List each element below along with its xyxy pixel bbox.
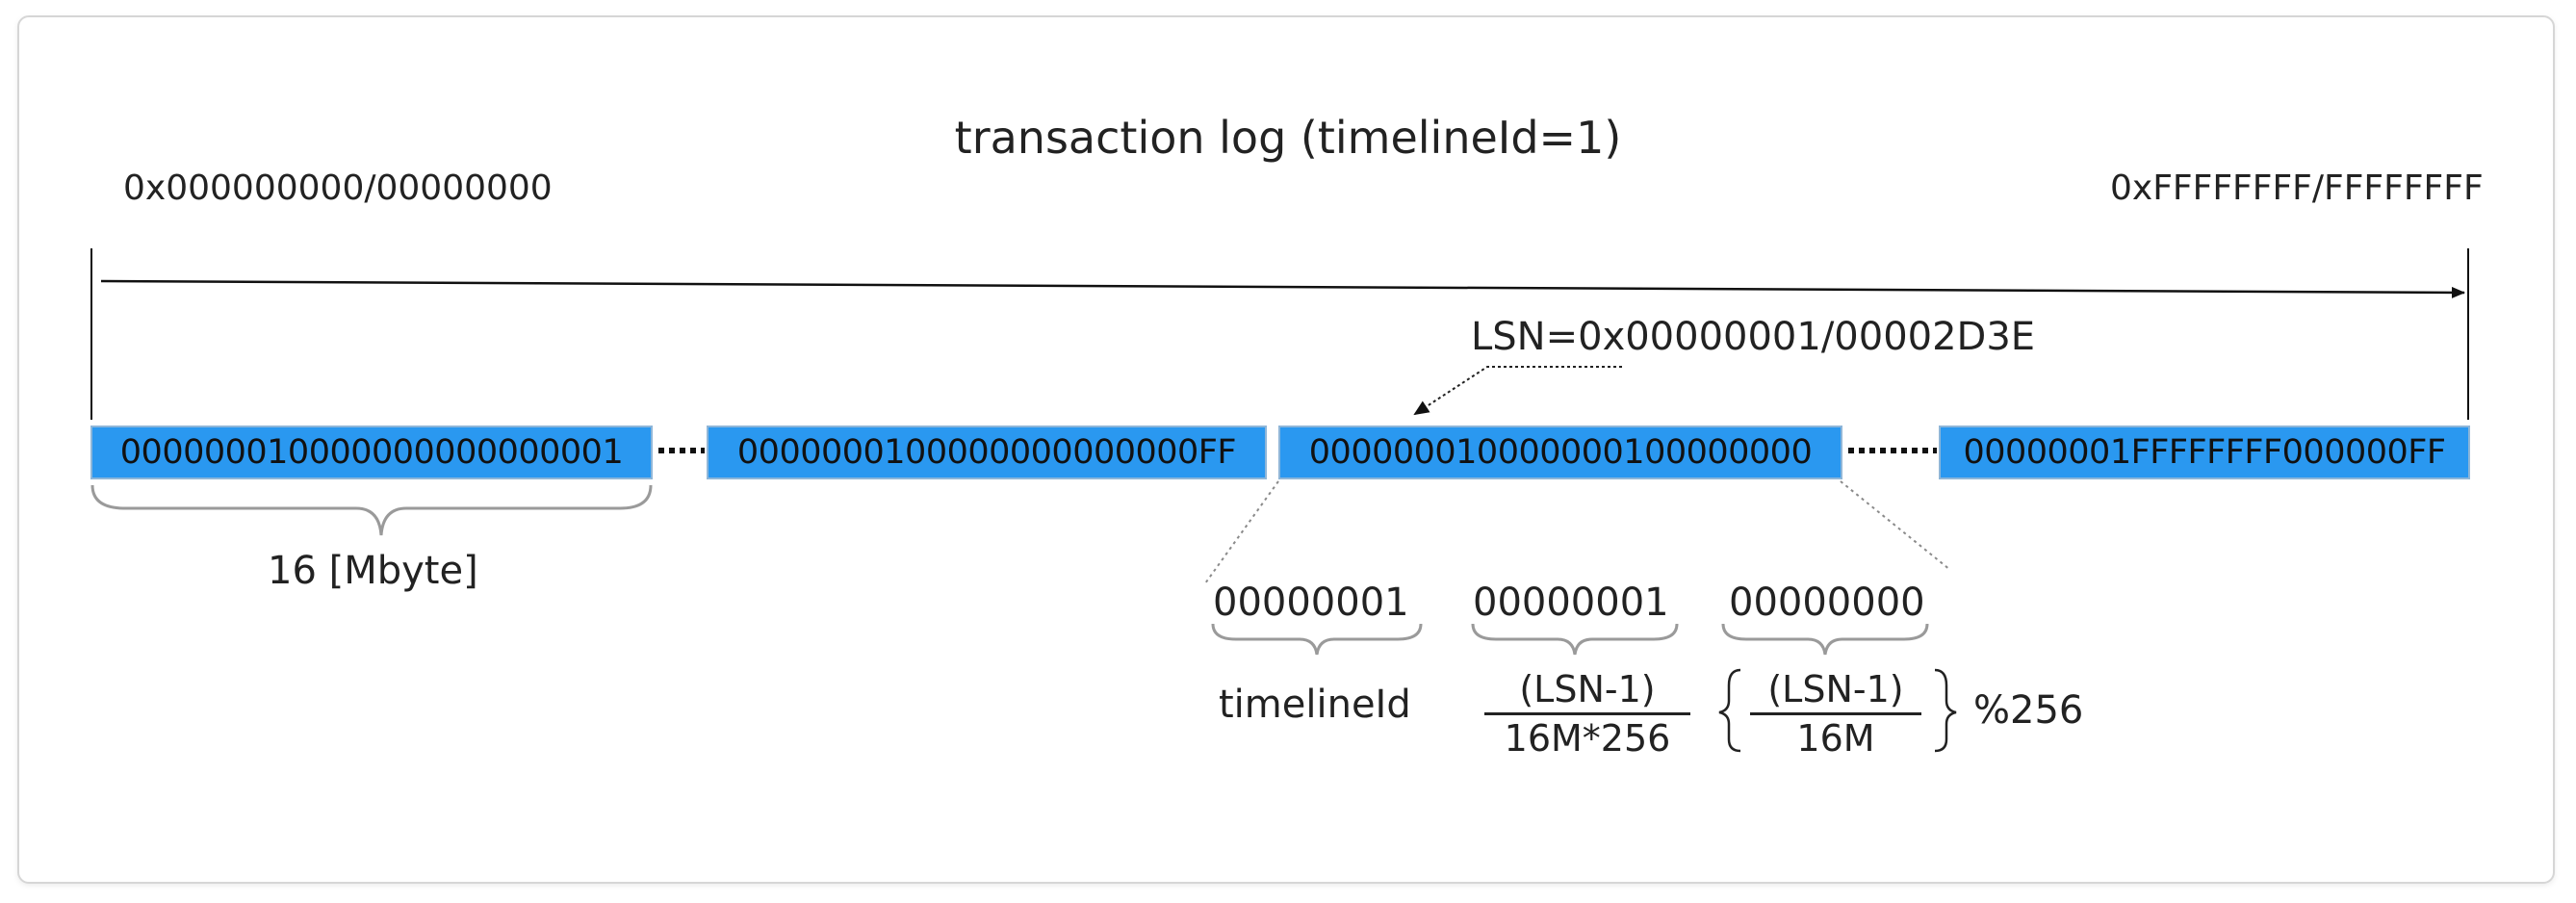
zoom-guide-left <box>1204 480 1279 584</box>
end-address: 0xFFFFFFFF/FFFFFFFF <box>2110 168 2484 208</box>
lsn-label: LSN=0x00000001/00002D3E <box>1471 315 2036 359</box>
timeline-arrow <box>100 279 2465 298</box>
logid-fraction-bar <box>1484 712 1690 715</box>
component-timeline-value: 00000001 <box>1213 580 1409 625</box>
component-segid-value: 00000000 <box>1729 580 1925 625</box>
segment-size-label: 16 [Mbyte] <box>268 549 478 593</box>
zoom-guide-right <box>1840 480 1951 571</box>
logid-numerator: (LSN-1) <box>1519 668 1656 710</box>
segid-fraction-bar <box>1750 712 1921 715</box>
component-brace-2 <box>1471 623 1679 656</box>
wal-segment-2: 0000000100000000000000FF <box>707 426 1267 479</box>
timeline-id-label: timelineId <box>1219 683 1411 727</box>
logid-formula: (LSN-1) 16M*256 <box>1484 668 1690 760</box>
component-brace-3 <box>1721 623 1929 656</box>
segid-modulo: %256 <box>1973 688 2084 733</box>
segid-formula: (LSN-1) 16M <box>1750 668 1921 760</box>
segment-size-brace <box>90 484 653 536</box>
left-curly-bracket <box>1718 668 1741 753</box>
start-address: 0x000000000/00000000 <box>123 168 553 208</box>
wal-segment-4: 00000001FFFFFFFF000000FF <box>1939 426 2470 479</box>
wal-segment-1: 000000010000000000000001 <box>90 426 653 479</box>
logid-denominator: 16M*256 <box>1504 717 1671 760</box>
diagram-title: transaction log (timelineId=1) <box>954 112 1622 164</box>
wal-segment-3: 000000010000000100000000 <box>1278 426 1842 479</box>
lsn-pointer-arrow <box>1413 366 1622 416</box>
segid-denominator: 16M <box>1796 717 1875 760</box>
component-brace-1 <box>1211 623 1423 656</box>
component-logid-value: 00000001 <box>1473 580 1669 625</box>
right-curly-bracket <box>1934 668 1957 753</box>
segid-numerator: (LSN-1) <box>1767 668 1904 710</box>
